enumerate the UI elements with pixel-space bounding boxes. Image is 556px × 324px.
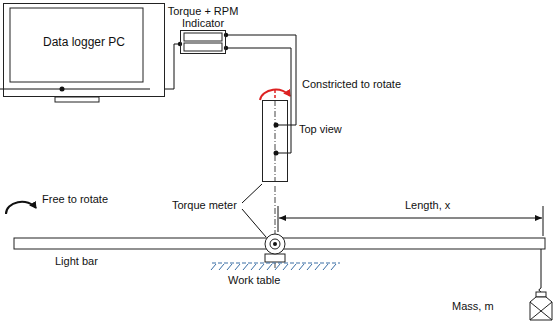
signal-wire: [165, 44, 180, 89]
indicator-box: Torque + RPM Indicator: [180, 30, 226, 54]
shaft-top: [274, 90, 276, 100]
monitor: Data logger PC: [3, 3, 165, 97]
terminal-dot: [60, 87, 65, 92]
leader-line: [242, 209, 266, 237]
input-wire: [0, 89, 150, 90]
hatch-stroke: [291, 264, 296, 270]
torque-meter: [265, 234, 285, 254]
hatch-stroke: [219, 264, 224, 270]
meter-shaft: [270, 239, 280, 249]
hatch-stroke: [331, 264, 336, 270]
hatch-stroke: [235, 264, 240, 270]
mass-neck: [536, 292, 546, 297]
part-name: Light bar: [55, 255, 98, 268]
dimension-tick: [278, 206, 279, 232]
work-table: [212, 263, 340, 264]
node-label: Top view: [299, 123, 342, 135]
display-window: [184, 33, 222, 41]
center-line: [275, 100, 276, 182]
hatch-stroke: [211, 264, 216, 270]
hatch-stroke: [259, 264, 264, 270]
hook: [539, 288, 541, 292]
hatch-stroke: [299, 264, 304, 270]
rotation-note: Constricted to rotate: [302, 78, 401, 91]
part-name: Mass, m: [452, 300, 494, 313]
rotation-arrow: [6, 202, 36, 214]
hatch-stroke: [251, 264, 256, 270]
monitor-stand: [55, 97, 99, 102]
mass-body: [530, 297, 552, 320]
rotation-note: Free to rotate: [42, 193, 108, 206]
hatch-stroke: [243, 264, 248, 270]
hatch-stroke: [267, 264, 272, 270]
part-name: Work table: [228, 274, 280, 287]
hatch-stroke: [275, 264, 280, 270]
rotation-arrow: [260, 90, 290, 100]
display-window: [184, 43, 222, 51]
string: [541, 249, 542, 288]
node-label: Data logger PC: [4, 36, 164, 48]
terminal-dot: [274, 123, 279, 128]
leader-line: [242, 184, 262, 203]
part-name: Torque meter: [172, 199, 237, 212]
dimension-tick: [543, 206, 544, 236]
meter-shaft: [273, 242, 277, 246]
hatch-stroke: [307, 264, 312, 270]
meter-base: [265, 254, 285, 262]
dimension-line: [279, 218, 542, 219]
mass-cross: [530, 302, 552, 320]
top-view-box: Top view: [262, 100, 288, 182]
terminal-dot: [274, 151, 279, 156]
hatch-stroke: [283, 264, 288, 270]
hatching: [211, 264, 336, 270]
hatch-stroke: [323, 264, 328, 270]
hatch-stroke: [315, 264, 320, 270]
dimension: Length, x: [405, 199, 450, 212]
node-label: Torque + RPM Indicator: [162, 5, 244, 29]
hatch-stroke: [227, 264, 232, 270]
